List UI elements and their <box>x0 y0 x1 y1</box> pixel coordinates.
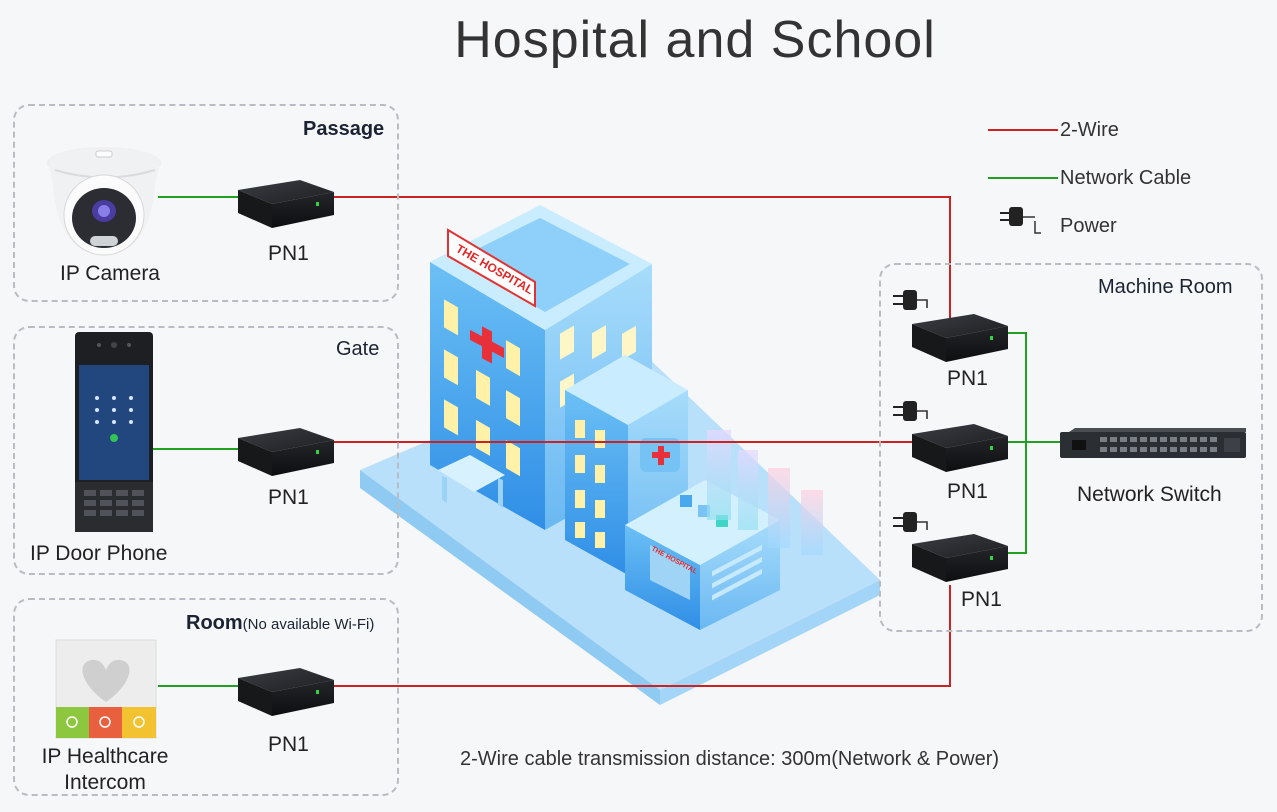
pn1-machine-1-label: PN1 <box>947 367 988 390</box>
zone-machine-room <box>879 263 1263 632</box>
zone-machine-room-title: Machine Room <box>1098 276 1233 298</box>
zone-room <box>13 598 399 796</box>
legend-2wire-label: 2-Wire <box>1060 119 1119 141</box>
network-switch-device <box>1060 428 1246 458</box>
pn1-room-label: PN1 <box>268 733 309 756</box>
pn1-machine-2-label: PN1 <box>947 480 988 503</box>
pn1-gate-label: PN1 <box>268 486 309 509</box>
page-title: Hospital and School <box>454 11 936 69</box>
network-cable-links <box>153 196 1060 687</box>
pn1-passage-label: PN1 <box>268 242 309 265</box>
zone-gate <box>13 326 399 575</box>
network-switch-label: Network Switch <box>1077 483 1222 506</box>
ip-healthcare-intercom-device <box>55 639 157 739</box>
ip-healthcare-intercom-label: IP Healthcare Intercom <box>38 744 172 796</box>
zone-gate-title: Gate <box>336 338 380 360</box>
transmission-distance-note: 2-Wire cable transmission distance: 300m… <box>460 748 1000 770</box>
two-wire-links <box>334 196 951 687</box>
ip-camera-device <box>47 147 161 256</box>
ip-camera-label: IP Camera <box>60 262 160 285</box>
zone-room-title: Room(No available Wi-Fi) <box>186 612 374 635</box>
zone-room-title-text: Room <box>186 612 243 634</box>
zone-passage <box>13 104 399 302</box>
zone-room-subtitle: (No available Wi-Fi) <box>242 616 375 633</box>
ip-door-phone-label: IP Door Phone <box>30 542 168 565</box>
hospital-building-illustration: THE HOSPITAL <box>360 205 880 705</box>
legend-power-icon <box>1000 207 1041 234</box>
ip-healthcare-intercom-label-line1: IP Healthcare <box>41 745 169 768</box>
zone-passage-title: Passage <box>303 118 385 140</box>
pn1-machine-3-label: PN1 <box>961 588 1002 611</box>
ip-healthcare-intercom-label-line2: Intercom <box>64 771 146 794</box>
legend-network-label: Network Cable <box>1060 167 1192 189</box>
ip-door-phone-device <box>75 332 153 532</box>
legend-power-label: Power <box>1060 215 1117 237</box>
